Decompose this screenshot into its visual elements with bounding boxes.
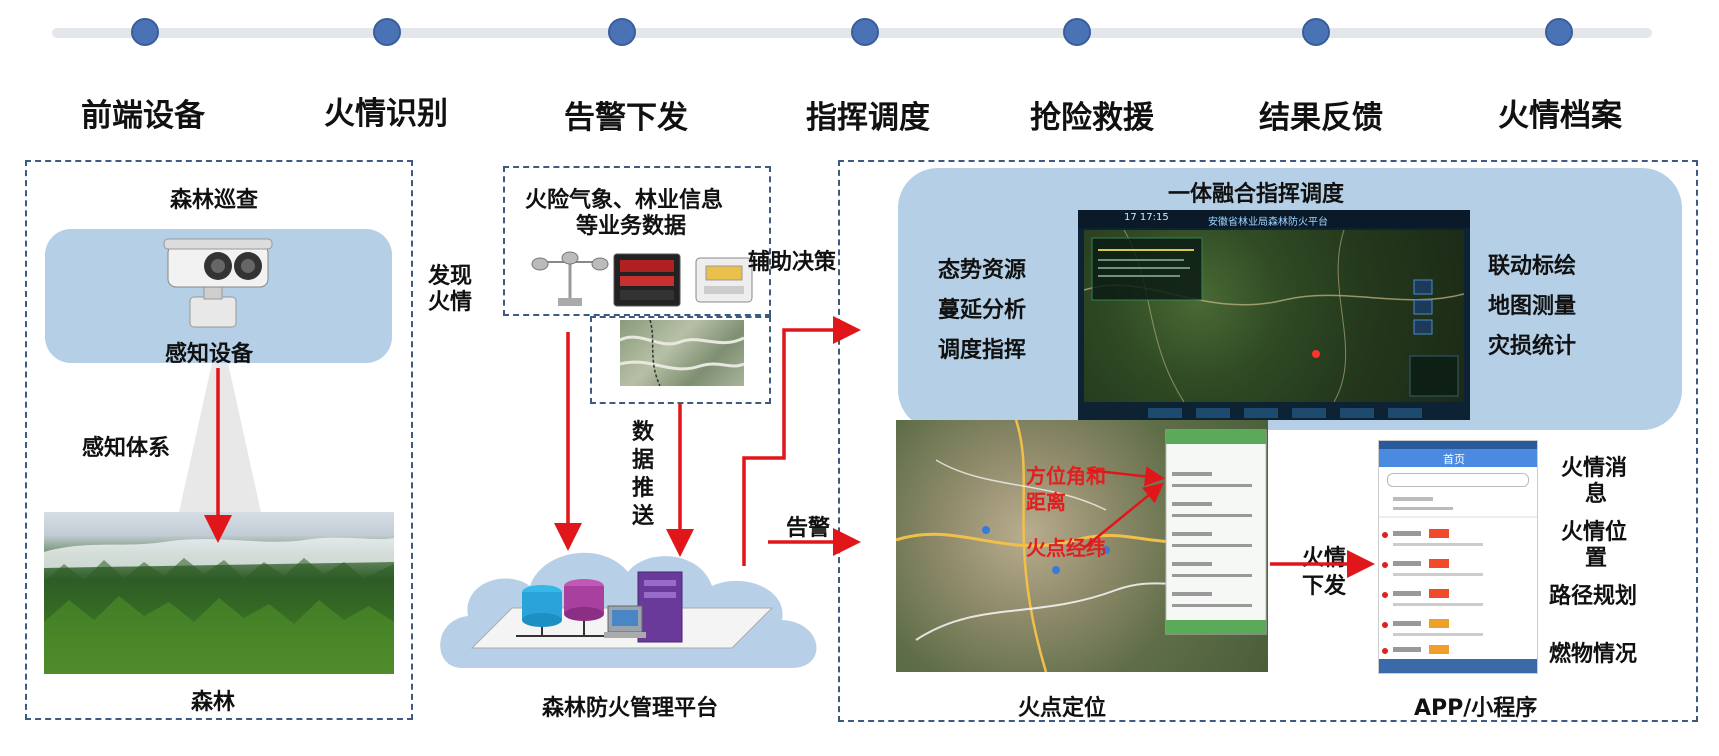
discover-fire-label: 火情 (428, 290, 473, 315)
stage-label: 抢险救援 (1030, 100, 1154, 136)
map-overlay-text: 距离 (1026, 490, 1066, 514)
app-feature: 火情消 (1561, 456, 1628, 481)
app-label: APP/小程序 (1414, 696, 1538, 721)
discover-fire-label: 发现 (428, 264, 473, 289)
front-end-panel (25, 160, 413, 720)
timeline-dot (131, 18, 159, 46)
patrol-title: 森林巡查 (170, 188, 259, 213)
dispatch-label: 火情 (1302, 546, 1347, 571)
map-overlay-text: 方位角和 (1026, 464, 1106, 488)
left-feature: 蔓延分析 (938, 298, 1027, 323)
decision-arrow (742, 316, 861, 566)
app-search-input[interactable] (1387, 473, 1529, 487)
app-feature: 置 (1585, 546, 1608, 571)
timeline-dot (608, 18, 636, 46)
platform-label: 森林防火管理平台 (542, 696, 719, 721)
forest-label: 森林 (191, 690, 236, 715)
stage-label: 前端设备 (81, 98, 205, 134)
screen-time: 17 17:15 (1124, 212, 1169, 223)
stage-label: 火情档案 (1498, 98, 1622, 134)
location-arrow (1087, 466, 1165, 487)
fire-location-label: 火点定位 (1018, 696, 1107, 721)
system-label: 感知体系 (82, 436, 171, 461)
right-feature: 地图测量 (1488, 294, 1577, 319)
fire-location-map: 方位角和 距离 火点经纬 (896, 420, 1268, 672)
right-feature: 灾损统计 (1488, 334, 1577, 359)
anemometer-icon (531, 251, 609, 306)
app-feature: 燃物情况 (1549, 642, 1638, 667)
business-data-box (503, 166, 771, 316)
timeline-dot (373, 18, 401, 46)
data-push-label: 送 (632, 504, 655, 529)
forest-image (44, 512, 394, 674)
cloud-platform (440, 552, 817, 668)
app-screen: 首页 (1378, 440, 1538, 674)
app-feature: 路径规划 (1549, 584, 1638, 609)
alarm-label: 告警 (786, 516, 831, 541)
aux-decision-label: 辅助决策 (748, 250, 837, 275)
map-thumbnail (620, 320, 744, 386)
timeline-dot (1063, 18, 1091, 46)
command-panel (838, 160, 1698, 722)
map-data-box (590, 316, 771, 404)
data-box-title: 等业务数据 (576, 214, 687, 239)
timeline-dot (851, 18, 879, 46)
screen-title: 安徽省林业局森林防火平台 (1208, 217, 1328, 228)
timeline-dot (1302, 18, 1330, 46)
stage-label: 火情识别 (324, 96, 448, 132)
stage-label: 告警下发 (564, 100, 688, 136)
device-label: 感知设备 (165, 342, 254, 367)
dispatch-label: 下发 (1302, 574, 1347, 599)
data-push-label: 据 (632, 448, 655, 473)
stage-label: 指挥调度 (806, 100, 930, 136)
sensor-icon (695, 257, 753, 303)
data-box-title: 火险气象、林业信息 (525, 188, 724, 213)
meter-icon (613, 253, 681, 307)
location-arrow (1083, 482, 1164, 549)
data-push-label: 数 (632, 420, 655, 445)
app-header: 首页 (1443, 453, 1465, 466)
app-feature: 火情位 (1561, 520, 1628, 545)
timeline-dot (1545, 18, 1573, 46)
app-feature: 息 (1585, 482, 1608, 507)
right-feature: 联动标绘 (1488, 254, 1577, 279)
command-screen: 17 17:15 安徽省林业局森林防火平台 (1078, 210, 1470, 420)
camera-icon (163, 238, 273, 328)
stage-label: 结果反馈 (1259, 100, 1383, 136)
left-feature: 态势资源 (938, 258, 1027, 283)
left-feature: 调度指挥 (938, 338, 1027, 363)
command-title: 一体融合指挥调度 (1168, 182, 1345, 207)
data-push-label: 推 (632, 476, 655, 501)
sensing-beam (170, 363, 270, 553)
